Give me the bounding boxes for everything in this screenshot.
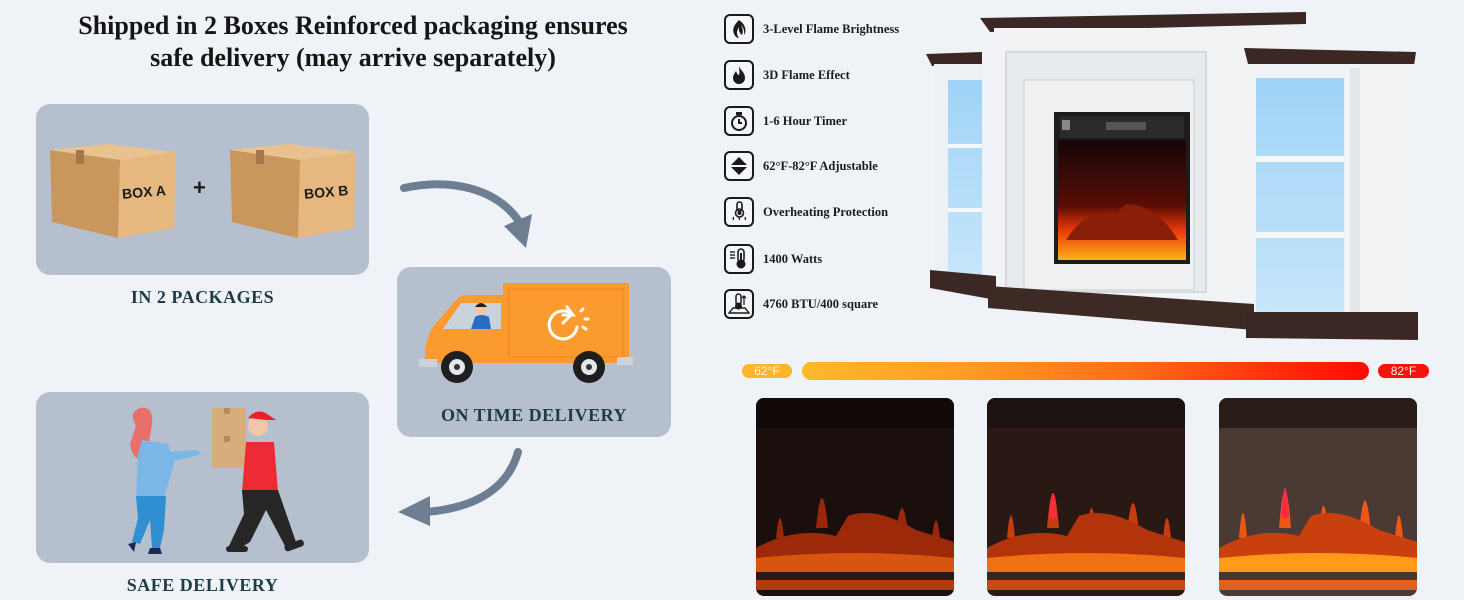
safe-delivery-card [36,392,369,563]
temp-max-label: 82°F [1378,364,1429,378]
temperature-gradient-bar [802,362,1369,380]
flame-3d-icon [724,60,754,90]
feature-label: 62°F-82°F Adjustable [763,158,878,173]
flame-medium-illustration [987,398,1185,596]
box-a-illustration [50,144,176,238]
temp-min-label: 62°F [742,364,792,378]
feature-item: 62°F-82°F Adjustable [724,150,878,182]
feature-item: 1400 Watts [724,243,822,275]
flame-high-illustration [1219,398,1417,596]
feature-item: 3-Level Flame Brightness [724,13,899,45]
up-down-adjust-icon [724,151,754,181]
flame-level-2-image [987,398,1185,596]
caption-on-time-delivery: ON TIME DELIVERY [440,405,628,425]
flame-level-3-image [1219,398,1417,596]
flame-level-1-image [756,398,954,596]
delivery-truck-card [397,267,671,437]
shipping-headline: Shipped in 2 Boxes Reinforced packaging … [20,10,686,74]
fireplace-product-image [926,12,1418,340]
thermometer-heat-icon [724,197,754,227]
flame-low-illustration [756,398,954,596]
headline-line-2: safe delivery (may arrive separately) [150,43,556,72]
feature-label: 1400 Watts [763,251,823,266]
plus-sign: + [193,175,206,200]
thermometer-icon [724,244,754,274]
feature-item: 1-6 Hour Timer [724,105,847,137]
delivery-truck-illustration [419,283,633,383]
heating-area-icon [724,289,754,319]
feature-label: 3-Level Flame Brightness [763,21,900,36]
feature-item: Overheating Protection [724,196,888,228]
timer-icon [724,106,754,136]
feature-label: 4760 BTU/400 square [763,296,879,311]
feature-item: 3D Flame Effect [724,59,850,91]
arrow-to-safe-delivery-icon [398,448,522,526]
caption-safe-delivery: SAFE DELIVERY [126,575,279,595]
feature-label: Overheating Protection [763,204,889,219]
headline-line-1: Shipped in 2 Boxes Reinforced packaging … [78,11,628,40]
shipping-panel: Shipped in 2 Boxes Reinforced packaging … [0,0,706,600]
packages-card: BOX A + BOX B [36,104,369,275]
feature-label: 3D Flame Effect [763,67,850,82]
fast-clock-icon [547,305,590,341]
arrow-to-delivery-icon [400,180,532,248]
box-b-illustration [230,144,356,238]
flame-brightness-icon [724,14,754,44]
handover-illustration [128,407,304,554]
caption-in-2-packages: IN 2 PACKAGES [130,287,275,307]
feature-label: 1-6 Hour Timer [763,113,848,128]
feature-item: 4760 BTU/400 square [724,288,878,320]
